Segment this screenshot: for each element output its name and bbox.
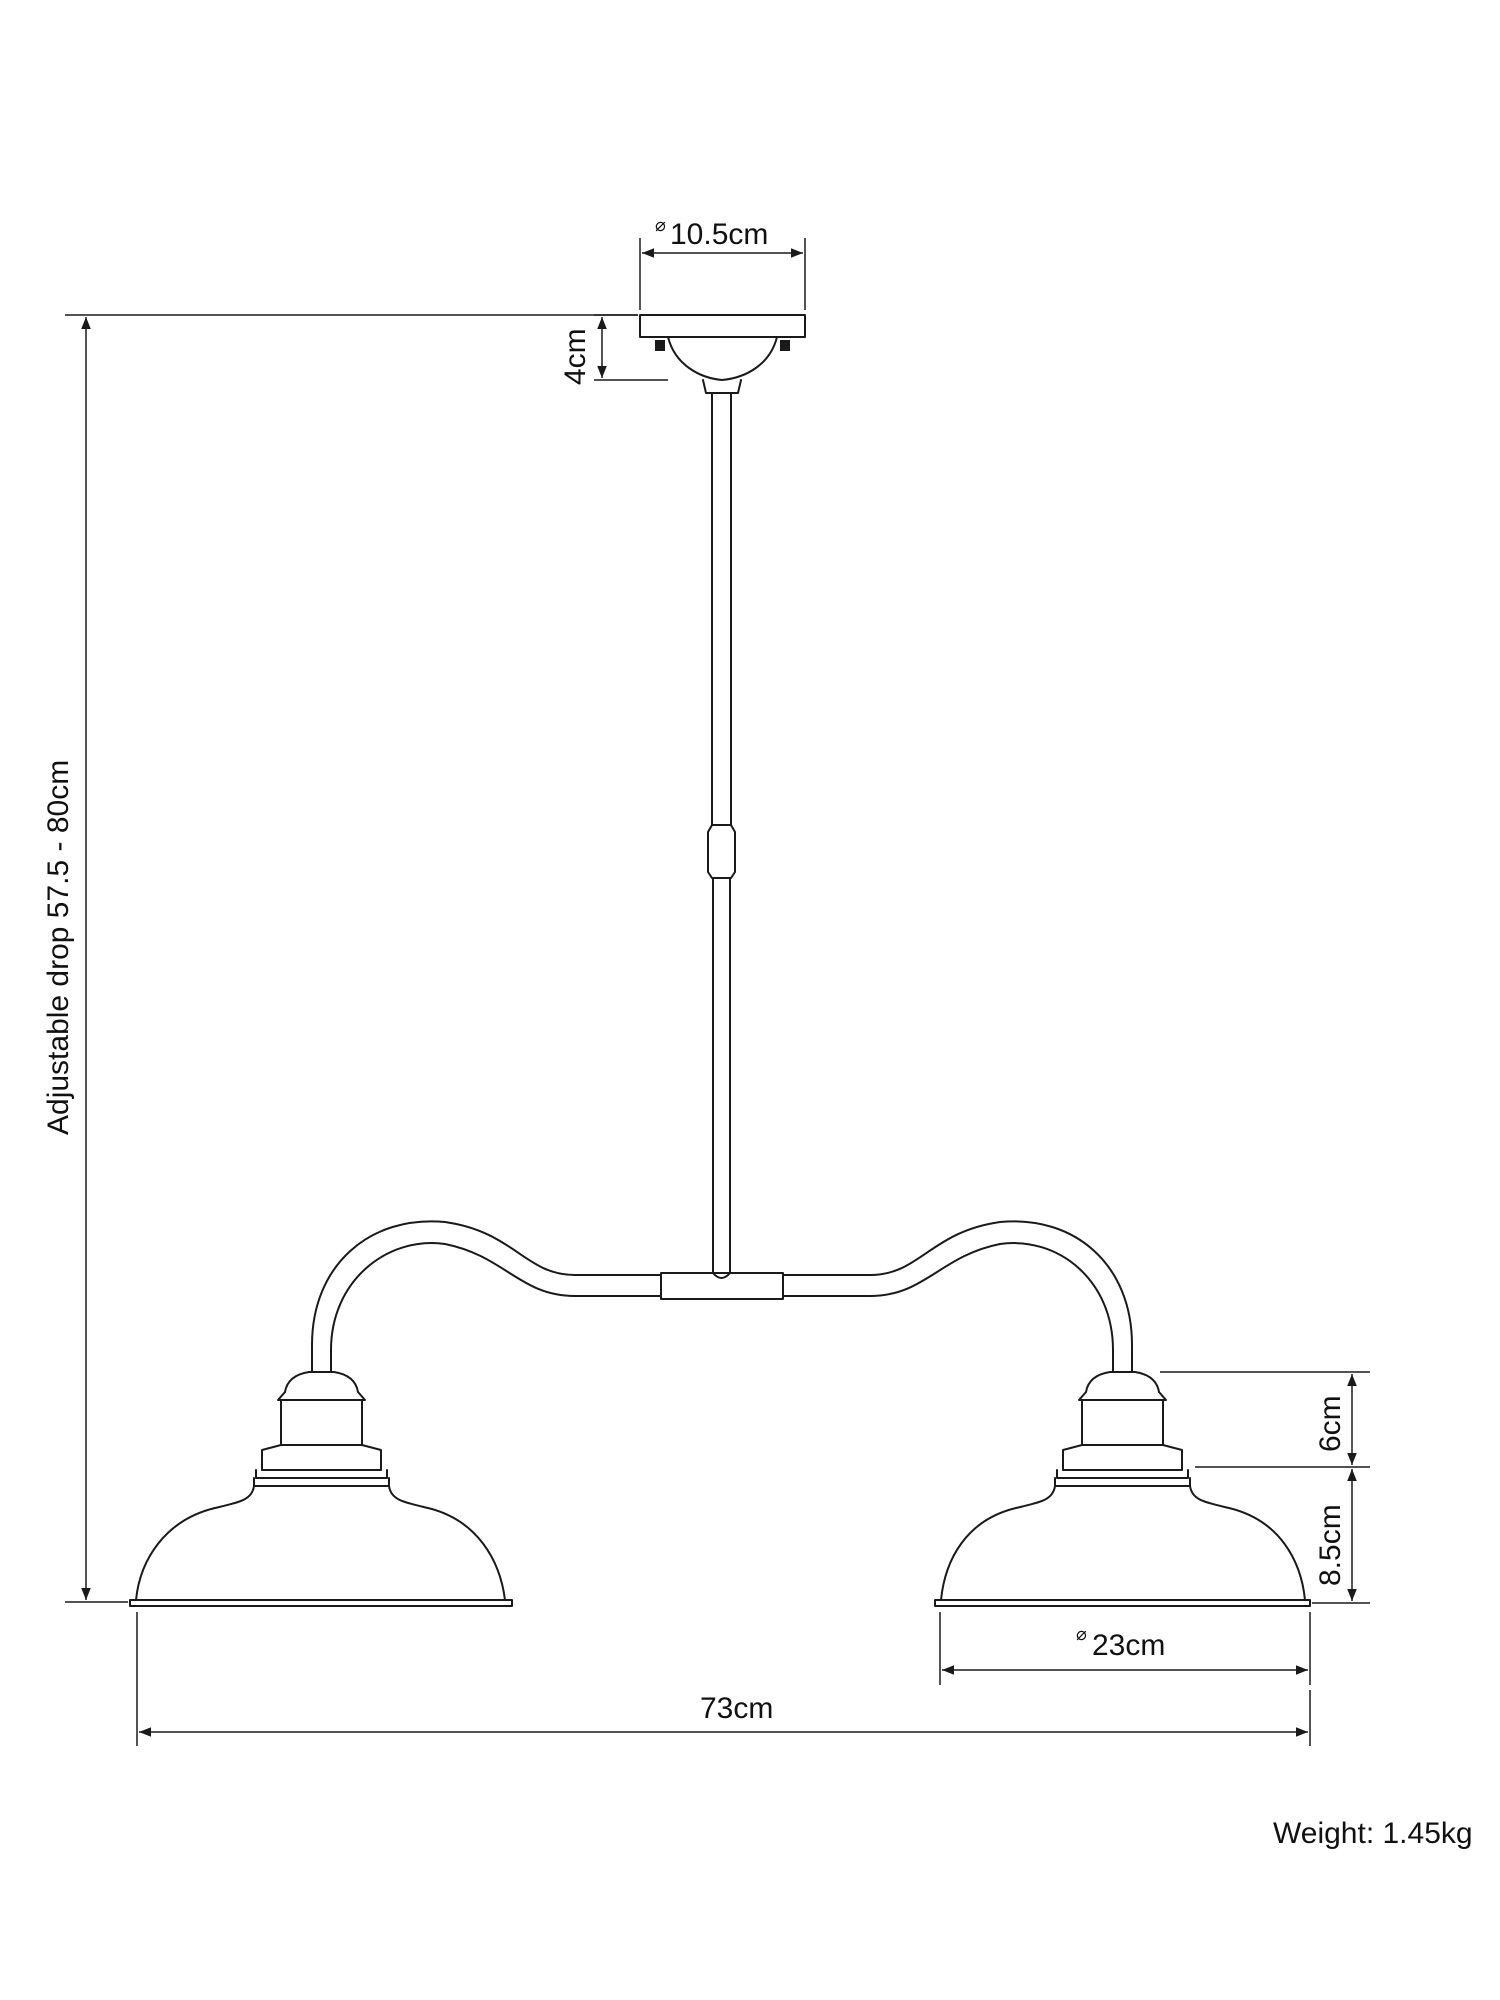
overall-width-dimension: 73cm [136, 1612, 1311, 1746]
stem-coupling [707, 824, 736, 879]
left-arm [311, 1220, 662, 1373]
light-fixture [129, 314, 1311, 1607]
shade-diameter-symbol: ⌀ [1076, 1624, 1087, 1644]
canopy-diameter-dimension: ⌀ 10.5cm [639, 215, 806, 310]
adjustable-drop-dimension: Adjustable drop 57.5 - 80cm [42, 314, 638, 1603]
left-lampholder [253, 1371, 390, 1487]
central-hub [660, 1272, 784, 1300]
lower-stem [712, 877, 731, 1279]
upper-stem [711, 392, 732, 826]
left-shade [129, 1485, 513, 1607]
shade-height-dimension: 8.5cm [1312, 1469, 1370, 1604]
right-lampholder [1054, 1371, 1191, 1487]
dimension-lines: ⌀ 10.5cm 4cm Adjustable drop 57.5 - 80cm… [42, 215, 1370, 1746]
right-shade [934, 1485, 1311, 1607]
weight-label: Weight: 1.45kg [1273, 1817, 1473, 1850]
canopy-height-label: 4cm [559, 328, 592, 385]
lampholder-height-label: 6cm [1314, 1395, 1347, 1452]
shade-diameter-dimension: ⌀ 23cm [939, 1612, 1311, 1685]
canopy-diameter-symbol: ⌀ [655, 215, 666, 235]
right-arm [782, 1220, 1133, 1373]
ceiling-canopy [639, 314, 806, 394]
canopy-height-dimension: 4cm [559, 314, 668, 385]
shade-height-label: 8.5cm [1314, 1504, 1347, 1586]
adjustable-drop-label: Adjustable drop 57.5 - 80cm [42, 760, 75, 1135]
canopy-diameter-label: 10.5cm [670, 218, 768, 251]
overall-width-label: 73cm [700, 1692, 773, 1725]
lampholder-height-dimension: 6cm [1160, 1371, 1370, 1468]
shade-diameter-label: 23cm [1092, 1629, 1165, 1662]
